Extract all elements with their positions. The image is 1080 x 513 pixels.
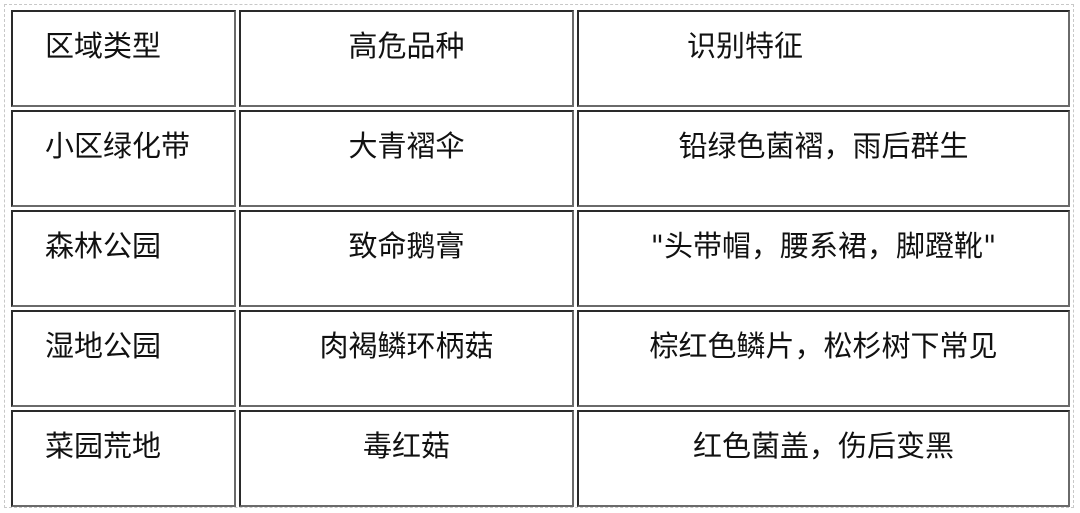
- table-row: 菜园荒地 毒红菇 红色菌盖，伤后变黑: [11, 410, 1070, 507]
- cell-text: 毒红菇: [362, 429, 450, 463]
- cell-text: "头带帽，腰系裙，脚蹬靴": [650, 229, 997, 263]
- cell-species: 致命鹅膏: [239, 210, 574, 307]
- cell-text: 肉褐鳞环柄菇: [319, 329, 494, 363]
- header-label: 高危品种: [348, 29, 465, 63]
- table-row: 小区绿化带 大青褶伞 铅绿色菌褶，雨后群生: [11, 110, 1070, 207]
- cell-species: 大青褶伞: [239, 110, 574, 207]
- poisonous-mushroom-table: 区域类型 高危品种 识别特征 小区绿化带 大青褶伞 铅绿色菌褶，雨后群生 森林公…: [8, 7, 1073, 510]
- cell-text: 湿地公园: [45, 329, 162, 363]
- cell-text: 森林公园: [45, 229, 162, 263]
- cell-text: 铅绿色菌褶，雨后群生: [678, 129, 969, 163]
- cell-text: 致命鹅膏: [348, 229, 465, 263]
- table-header-row: 区域类型 高危品种 识别特征: [11, 10, 1070, 107]
- cell-area: 湿地公园: [11, 310, 236, 407]
- cell-area: 小区绿化带: [11, 110, 236, 207]
- cell-species: 毒红菇: [239, 410, 574, 507]
- cell-text: 棕红色鳞片，松杉树下常见: [649, 329, 998, 363]
- cell-features: 红色菌盖，伤后变黑: [577, 410, 1070, 507]
- cell-text: 大青褶伞: [348, 129, 465, 163]
- header-cell-identification-features: 识别特征: [577, 10, 1070, 107]
- header-label: 区域类型: [45, 29, 162, 63]
- cell-text: 红色菌盖，伤后变黑: [692, 429, 954, 463]
- cell-features: "头带帽，腰系裙，脚蹬靴": [577, 210, 1070, 307]
- cell-text: 菜园荒地: [45, 429, 162, 463]
- header-label: 识别特征: [687, 29, 804, 63]
- cell-text: 小区绿化带: [45, 129, 191, 163]
- cell-area: 菜园荒地: [11, 410, 236, 507]
- cell-area: 森林公园: [11, 210, 236, 307]
- table-frame: [4, 4, 1074, 508]
- header-cell-area-type: 区域类型: [11, 10, 236, 107]
- cell-features: 棕红色鳞片，松杉树下常见: [577, 310, 1070, 407]
- cell-features: 铅绿色菌褶，雨后群生: [577, 110, 1070, 207]
- cell-species: 肉褐鳞环柄菇: [239, 310, 574, 407]
- table-row: 森林公园 致命鹅膏 "头带帽，腰系裙，脚蹬靴": [11, 210, 1070, 307]
- header-cell-high-risk-species: 高危品种: [239, 10, 574, 107]
- table-row: 湿地公园 肉褐鳞环柄菇 棕红色鳞片，松杉树下常见: [11, 310, 1070, 407]
